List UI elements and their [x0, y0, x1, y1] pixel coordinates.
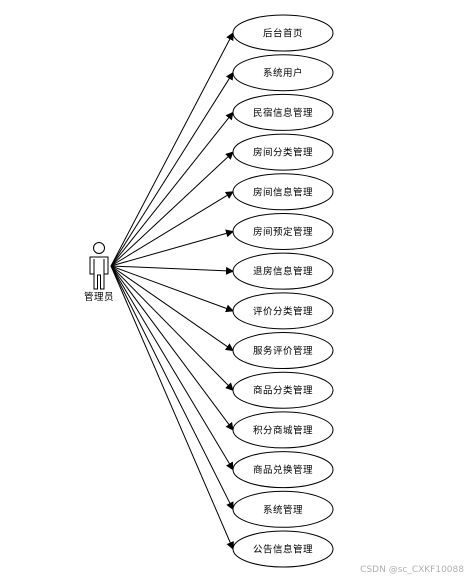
- association-arrow: [110, 191, 234, 267]
- use-case-ellipse: [232, 411, 334, 449]
- use-case: 商品兑换管理: [232, 451, 334, 489]
- use-case-label: 后台首页: [263, 28, 303, 40]
- use-case-ellipse: [232, 133, 334, 171]
- associations: [110, 32, 234, 550]
- association-arrow: [110, 151, 234, 267]
- use-case: 退房信息管理: [232, 252, 334, 290]
- use-case-ellipse: [232, 252, 334, 290]
- association-arrow: [110, 265, 234, 313]
- use-case-label: 服务评价管理: [253, 345, 313, 357]
- use-case-ellipse: [232, 54, 334, 92]
- use-case-label: 公告信息管理: [253, 544, 313, 556]
- use-case: 服务评价管理: [232, 332, 334, 370]
- use-case-ellipse: [232, 14, 334, 52]
- association-arrow: [110, 111, 234, 267]
- use-case: 民宿信息管理: [232, 93, 334, 131]
- association-arrow: [110, 265, 234, 352]
- use-case-label: 评价分类管理: [253, 305, 313, 317]
- use-case-ellipse: [232, 173, 334, 211]
- use-case-label: 房间预定管理: [253, 226, 313, 238]
- association-arrow: [110, 32, 234, 267]
- association-arrow: [110, 265, 234, 550]
- use-case-ellipse: [232, 332, 334, 370]
- use-case-ellipse: [232, 292, 334, 330]
- use-case-label: 积分商城管理: [253, 424, 313, 436]
- actor-label: 管理员: [84, 291, 114, 303]
- use-case: 后台首页: [232, 14, 334, 52]
- use-case-label: 系统用户: [263, 67, 303, 79]
- use-case-ellipse: [232, 451, 334, 489]
- watermark: CSDN @sc_CXKF10088: [360, 565, 464, 575]
- use-case: 房间预定管理: [232, 212, 334, 250]
- use-case: 房间信息管理: [232, 173, 334, 211]
- use-case: 商品分类管理: [232, 371, 334, 409]
- use-case: 系统用户: [232, 54, 334, 92]
- actor-head: [93, 242, 105, 254]
- use-case-ellipse: [232, 371, 334, 409]
- association-arrow: [110, 265, 234, 471]
- use-case-ellipse: [232, 212, 334, 250]
- actor-body: [89, 256, 109, 290]
- use-case-label: 房间分类管理: [253, 147, 313, 159]
- use-case: 评价分类管理: [232, 292, 334, 330]
- use-case: 公告信息管理: [232, 530, 334, 568]
- use-case-label: 商品分类管理: [253, 385, 313, 397]
- use-case: 积分商城管理: [232, 411, 334, 449]
- use-case-ellipse: [232, 530, 334, 568]
- use-case: 房间分类管理: [232, 133, 334, 171]
- use-case-label: 民宿信息管理: [253, 107, 313, 119]
- use-case-ellipse: [232, 490, 334, 528]
- association-arrow: [110, 229, 234, 267]
- use-cases: 后台首页系统用户民宿信息管理房间分类管理房间信息管理房间预定管理退房信息管理评价…: [232, 14, 334, 568]
- association-arrow: [110, 265, 234, 275]
- use-case-label: 系统管理: [263, 504, 303, 516]
- association-arrow: [110, 71, 234, 267]
- use-case-ellipse: [232, 93, 334, 131]
- use-case-label: 商品兑换管理: [253, 464, 313, 476]
- association-arrow: [110, 265, 234, 431]
- use-case: 系统管理: [232, 490, 334, 528]
- actor-figure: [89, 242, 109, 290]
- association-arrow: [110, 265, 234, 391]
- use-case-label: 退房信息管理: [253, 266, 313, 278]
- association-arrow: [110, 265, 234, 511]
- use-case-label: 房间信息管理: [253, 186, 313, 198]
